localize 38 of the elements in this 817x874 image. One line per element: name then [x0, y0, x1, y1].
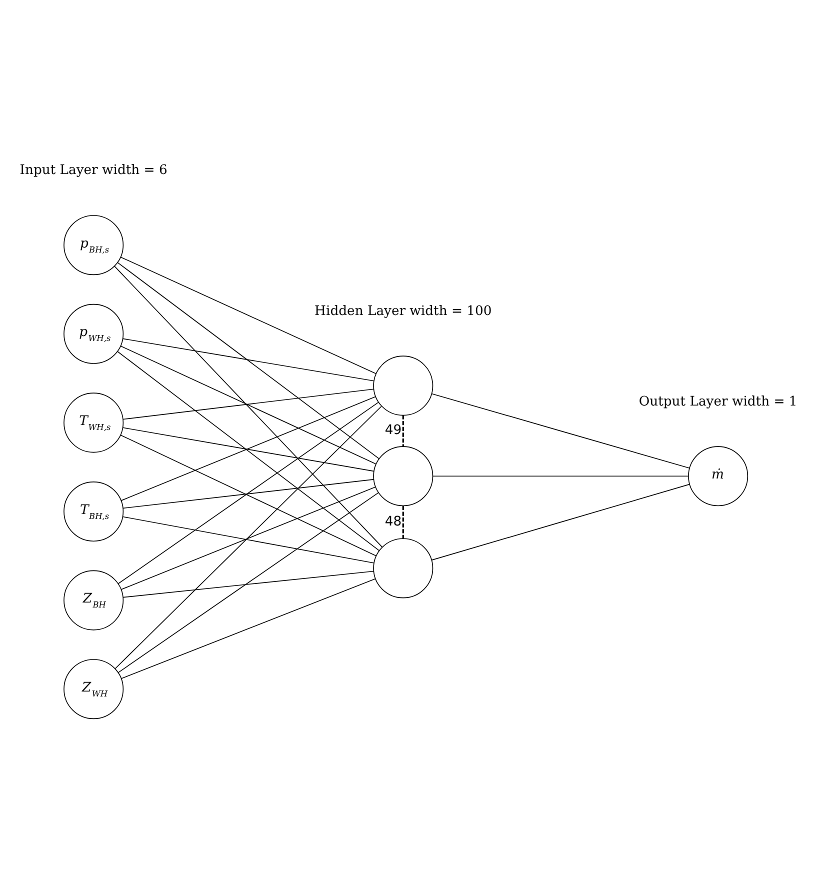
label: Output Layer width = 1	[638, 394, 798, 409]
connector	[120, 434, 377, 556]
connector	[120, 345, 376, 464]
connector	[431, 392, 690, 468]
connector	[432, 475, 689, 476]
edge-label: 49	[384, 422, 402, 438]
node-circle: Z$_{WH}$	[64, 658, 124, 719]
connector	[431, 483, 690, 560]
connector	[120, 256, 376, 374]
connector	[121, 578, 376, 678]
connector	[122, 338, 374, 381]
node-circle	[373, 355, 434, 416]
connector	[114, 405, 382, 669]
node-circle: p$_{WH,s}$	[64, 303, 124, 364]
label: Hidden Layer width = 100	[314, 303, 492, 318]
node-circle: Z$_{BH}$	[64, 570, 124, 630]
connector	[118, 401, 379, 584]
connector	[117, 350, 380, 550]
connector	[122, 516, 374, 563]
label: Input Layer width = 6	[20, 162, 168, 178]
connector	[122, 478, 374, 508]
connector	[402, 414, 404, 446]
node-circle	[373, 446, 434, 506]
node-circle: T$_{WH,s}$	[64, 392, 124, 452]
connector	[120, 486, 376, 590]
connector	[402, 506, 404, 538]
connector	[120, 396, 376, 500]
connector	[122, 570, 374, 598]
connector	[118, 492, 379, 672]
connector	[117, 262, 380, 459]
connector	[122, 388, 374, 420]
connector	[122, 426, 374, 472]
node-circle	[373, 538, 434, 598]
node-circle: ṁ	[688, 446, 748, 506]
node-circle: p$_{BH,s}$	[64, 214, 124, 275]
connector	[114, 265, 383, 548]
node-circle: T$_{BH,s}$	[64, 480, 124, 542]
edge-label: 48	[384, 514, 402, 529]
